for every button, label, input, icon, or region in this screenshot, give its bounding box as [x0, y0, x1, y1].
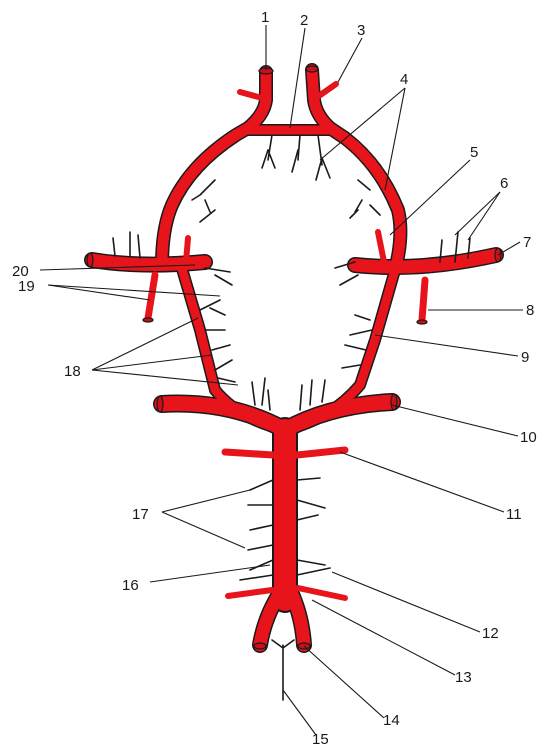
label-7: 7: [523, 234, 531, 251]
label-16: 16: [122, 577, 139, 594]
label-20: 20: [12, 263, 29, 280]
label-15: 15: [312, 731, 329, 748]
label-2: 2: [300, 12, 308, 29]
label-10: 10: [520, 429, 537, 446]
label-4: 4: [400, 71, 408, 88]
label-8: 8: [526, 302, 534, 319]
label-19: 19: [18, 278, 35, 295]
label-12: 12: [482, 625, 499, 642]
number-labels: 1 2 3 4 5 6 7 8 9 10 11 12 13 14 15 16 1…: [12, 9, 537, 748]
vessels: [92, 70, 496, 645]
label-5: 5: [470, 144, 478, 161]
label-11: 11: [506, 506, 522, 523]
label-17: 17: [132, 506, 149, 523]
label-1: 1: [261, 9, 269, 26]
label-3: 3: [357, 22, 365, 39]
label-18: 18: [64, 363, 81, 380]
label-14: 14: [383, 712, 400, 729]
label-13: 13: [455, 669, 472, 686]
label-9: 9: [521, 349, 529, 366]
label-6: 6: [500, 175, 508, 192]
